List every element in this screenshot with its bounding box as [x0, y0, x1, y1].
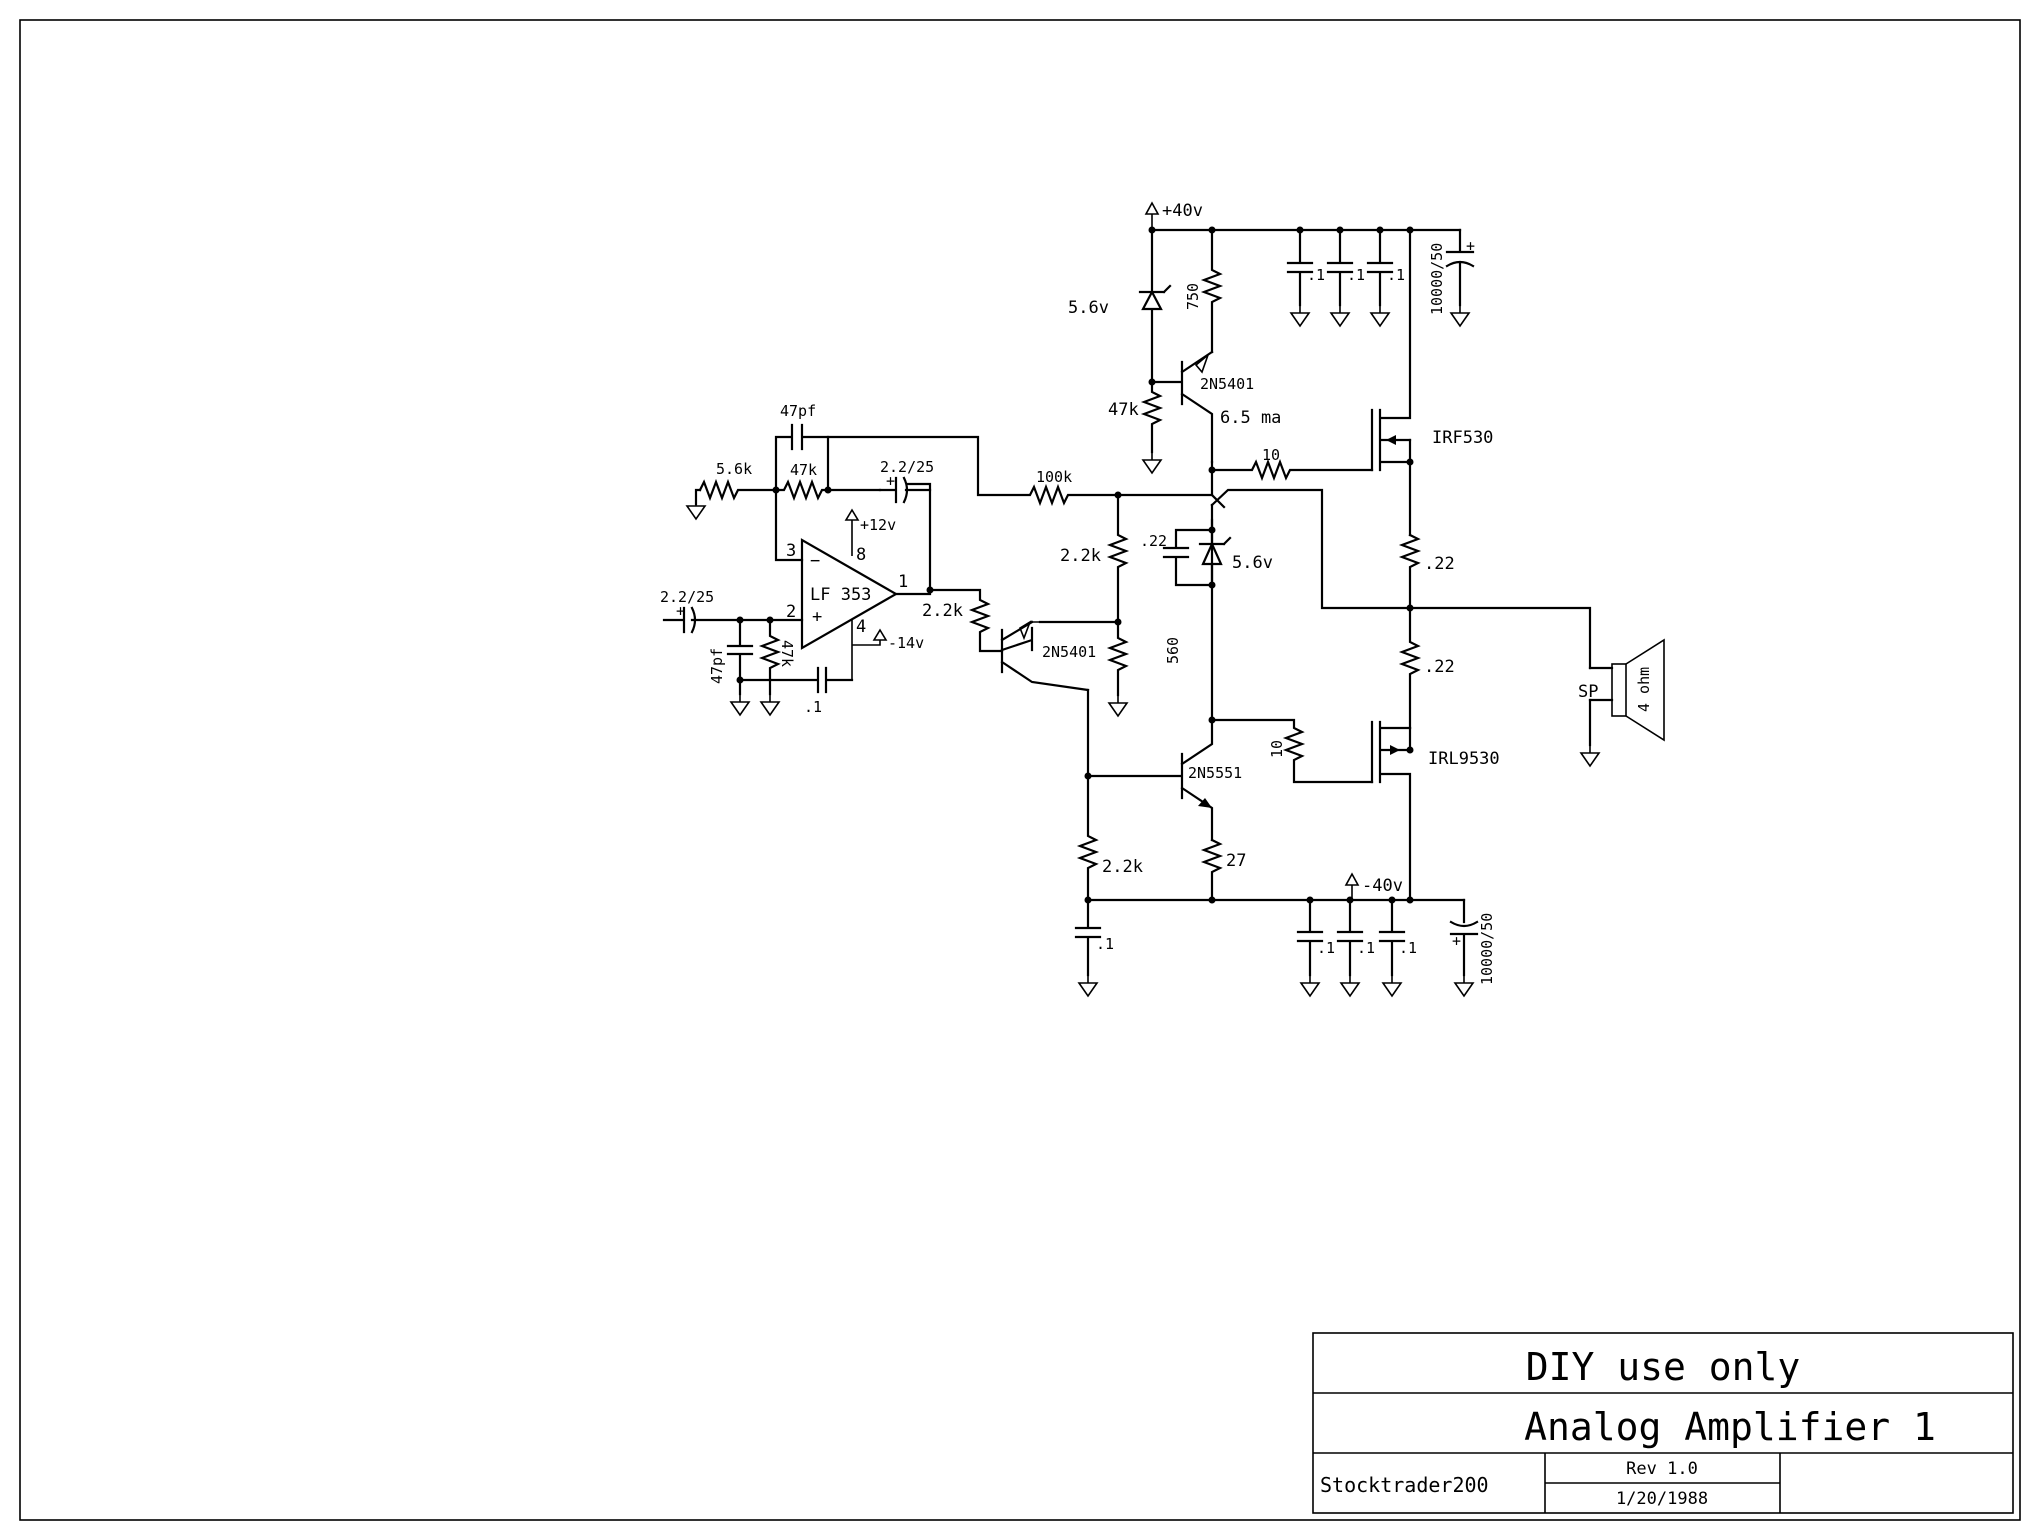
label-c-01-op: .1	[804, 698, 822, 716]
label-pos-supply: +40v	[1162, 201, 1203, 221]
label-neg-supply: -40v	[1362, 876, 1403, 896]
label-r-22k-base: 2.2k	[922, 601, 963, 621]
label-opamp-plus: +	[812, 607, 822, 627]
bottom-decoupling-caps: .1 .1 .1 10000/50 +	[1296, 896, 1496, 997]
label-r-10-top: 10	[1262, 446, 1280, 464]
svg-text:+: +	[1452, 932, 1461, 950]
opamp-stage: LF 353 − + 3 2 8 4 1 +12v -14v 5.6k 47k …	[660, 402, 934, 716]
label-c-01-bot: .1	[1096, 935, 1114, 953]
label-opamp-pos: +12v	[860, 516, 896, 534]
label-pin1: 1	[898, 572, 908, 592]
label-c-bulk-top: 10000/50	[1428, 243, 1446, 315]
label-r-22k-bot: 2.2k	[1102, 857, 1143, 877]
label-z-mid: 5.6v	[1232, 553, 1273, 573]
label-q2: 2N5401	[1042, 643, 1096, 661]
label-c-47pf-fb: 47pf	[780, 402, 816, 420]
label-c-bot-1: .1	[1317, 939, 1335, 957]
svg-text:+: +	[676, 602, 685, 620]
label-q1: 2N5401	[1200, 375, 1254, 393]
label-r-47k-fb: 47k	[790, 461, 817, 479]
label-c-022: .22	[1140, 532, 1167, 550]
label-pin8: 8	[856, 545, 866, 565]
label-pin3: 3	[786, 541, 796, 561]
label-m-bot: IRL9530	[1428, 749, 1500, 769]
label-r-022-bot: .22	[1424, 657, 1455, 677]
label-r-47k-top: 47k	[1108, 400, 1139, 420]
label-opamp-minus: −	[810, 551, 820, 571]
label-c-top-3: .1	[1387, 266, 1405, 284]
title-block-header: DIY use only	[1526, 1345, 1801, 1389]
label-c-22-in: 2.2/25	[660, 588, 714, 606]
label-r-27: 27	[1226, 851, 1246, 871]
svg-text:+: +	[1466, 237, 1475, 255]
label-q3: 2N5551	[1188, 764, 1242, 782]
title-block-author: Stocktrader200	[1320, 1473, 1489, 1497]
top-decoupling-caps: .1 .1 .1 10000/50 +	[1286, 226, 1475, 327]
label-speaker-imp: 4 ohm	[1635, 667, 1653, 712]
label-r-022-top: .22	[1424, 554, 1455, 574]
label-r-22k-vbe: 2.2k	[1060, 546, 1101, 566]
title-block-title: Analog Amplifier 1	[1524, 1405, 1936, 1449]
label-r-560: 560	[1164, 637, 1182, 664]
label-c-top-1: .1	[1307, 266, 1325, 284]
label-opamp-name: LF 353	[810, 585, 871, 605]
current-source: 5.6v 47k 750 2N5401 6.5 ma	[1068, 226, 1281, 474]
label-r-56k: 5.6k	[716, 460, 752, 478]
driver-stage: 2N5401 2.2k 560 2.2k 100k	[826, 435, 1214, 717]
title-block-date: 1/20/1988	[1616, 1489, 1708, 1509]
label-c-top-2: .1	[1347, 266, 1365, 284]
label-r-10-bot: 10	[1268, 740, 1286, 758]
drawing-border	[19, 19, 2021, 1521]
label-c-bot-3: .1	[1399, 939, 1417, 957]
label-m-top: IRF530	[1432, 428, 1493, 448]
label-pin4: 4	[856, 617, 866, 637]
label-r-47k-in: 47k	[778, 640, 796, 667]
label-pin2: 2	[786, 602, 796, 622]
supply-rails: +40v -40v	[1090, 201, 1466, 902]
title-block-revision: Rev 1.0	[1626, 1459, 1698, 1479]
label-z-top: 5.6v	[1068, 298, 1109, 318]
vas-stage: 2N5551 27 2.2k .1	[1074, 688, 1246, 997]
label-opamp-neg: -14v	[888, 634, 924, 652]
label-speaker-ref: SP	[1578, 682, 1598, 702]
label-r-100k: 100k	[1036, 468, 1072, 486]
output-stage: .22 5.6v 10 IRF530 .22 .22 IRL9530 10	[1140, 228, 1665, 902]
label-c-bulk-bot: 10000/50	[1478, 913, 1496, 985]
label-c-22-fb: 2.2/25	[880, 458, 934, 476]
label-r-750: 750	[1184, 283, 1202, 310]
label-current: 6.5 ma	[1220, 408, 1281, 428]
label-c-bot-2: .1	[1357, 939, 1375, 957]
svg-text:+: +	[886, 472, 895, 490]
title-block: DIY use only Analog Amplifier 1 Stocktra…	[1312, 1332, 2014, 1514]
label-c-47pf-in: 47pf	[708, 648, 726, 684]
